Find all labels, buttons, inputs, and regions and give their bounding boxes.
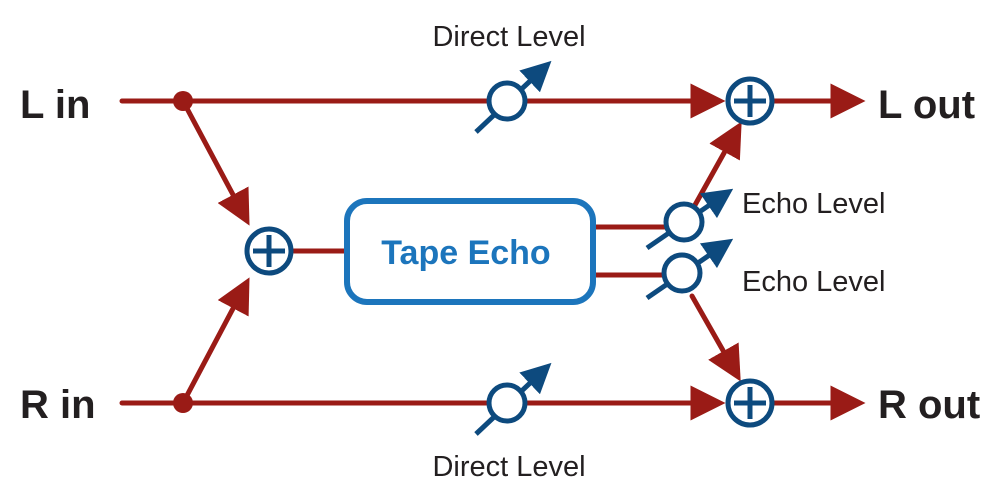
l-out-label: L out [878,83,975,127]
echo-to-l-mixer-arrow [692,121,742,208]
echo-level-top-knob-icon [645,188,734,251]
echo-level-bottom-label: Echo Level [742,266,886,298]
l-split-dot [173,91,193,111]
r-split-dot [173,393,193,413]
l-to-input-mixer-arrow [180,98,250,226]
direct-level-bottom-knob-icon [474,362,552,436]
direct-level-bottom-label: Direct Level [432,451,585,483]
direct-level-top-knob-icon [474,60,552,134]
echo-to-r-mixer-arrow [689,293,741,382]
r-in-label: R in [20,383,96,427]
tape-echo-block: Tape Echo [344,198,596,305]
l-in-label: L in [20,83,90,127]
direct-level-top-label: Direct Level [432,21,585,53]
input-mixer-plus-icon [244,226,294,276]
r-to-input-mixer-arrow [180,277,250,406]
echo-level-bottom-knob-icon [645,238,734,301]
tape-echo-label: Tape Echo [381,234,550,272]
echo-level-top-label: Echo Level [742,188,886,220]
r-out-mixer-plus-icon [725,378,775,428]
r-out-label: R out [878,383,980,427]
l-out-mixer-plus-icon [725,76,775,126]
